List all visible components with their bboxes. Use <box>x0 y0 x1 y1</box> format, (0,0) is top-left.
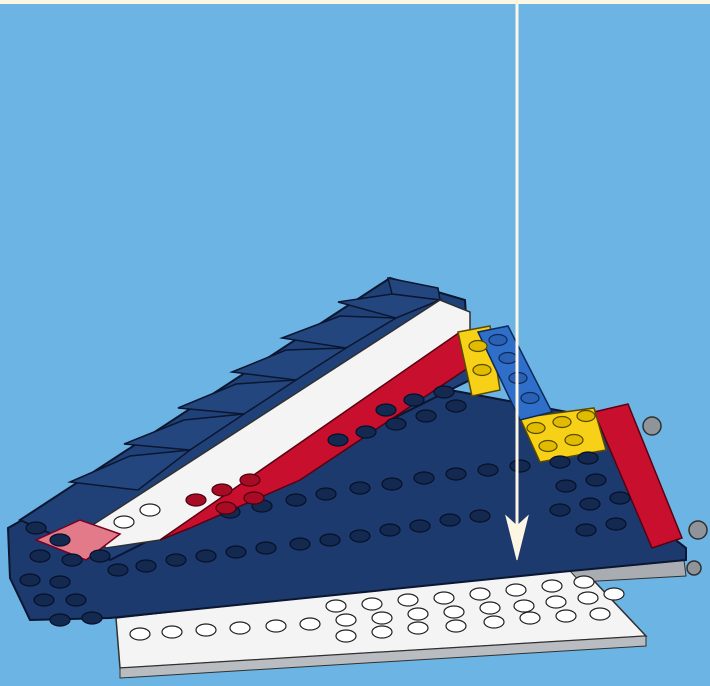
stud <box>350 530 370 542</box>
stud <box>440 514 460 526</box>
stud <box>398 594 418 606</box>
stud <box>606 518 626 530</box>
stud <box>50 576 70 588</box>
stud <box>550 504 570 516</box>
stud <box>446 468 466 480</box>
stud <box>34 594 54 606</box>
stud <box>226 546 246 558</box>
stud <box>514 600 534 612</box>
stud <box>244 492 264 504</box>
stud <box>380 524 400 536</box>
stud <box>473 365 491 376</box>
stud <box>30 550 50 562</box>
stud <box>434 592 454 604</box>
stud <box>136 560 156 572</box>
stud <box>386 418 406 430</box>
stud <box>62 554 82 566</box>
stud <box>240 474 260 486</box>
stud <box>328 434 348 446</box>
stud <box>444 606 464 618</box>
stud <box>480 602 500 614</box>
stud <box>489 335 507 346</box>
stud <box>166 554 186 566</box>
stud <box>484 616 504 628</box>
stud <box>326 600 346 612</box>
stud <box>404 394 424 406</box>
stud <box>470 588 490 600</box>
stud <box>26 522 46 534</box>
stud <box>556 480 576 492</box>
stud <box>336 630 356 642</box>
stud <box>266 620 286 632</box>
stud <box>300 618 320 630</box>
stud <box>376 404 396 416</box>
stud <box>546 596 566 608</box>
stud <box>604 588 624 600</box>
stud <box>565 435 583 446</box>
stud <box>372 612 392 624</box>
stud <box>521 393 539 404</box>
stud <box>556 610 576 622</box>
stud <box>527 423 545 434</box>
stud <box>382 478 402 490</box>
stud <box>66 594 86 606</box>
stud <box>506 584 526 596</box>
stud <box>577 411 595 422</box>
stud <box>434 386 454 398</box>
stud <box>469 341 487 352</box>
stud <box>586 474 606 486</box>
stud <box>196 624 216 636</box>
stud <box>50 614 70 626</box>
stud <box>290 538 310 550</box>
stud <box>212 484 232 496</box>
stud <box>578 452 598 464</box>
stud <box>356 426 376 438</box>
stud <box>162 626 182 638</box>
stud <box>553 417 571 428</box>
stud <box>20 574 40 586</box>
stud <box>114 516 134 528</box>
stud <box>50 534 70 546</box>
stud <box>414 472 434 484</box>
stud <box>82 612 102 624</box>
stud <box>316 488 336 500</box>
stud <box>286 494 306 506</box>
stud <box>446 620 466 632</box>
stud <box>416 410 436 422</box>
stud <box>510 460 530 472</box>
stud <box>576 524 596 536</box>
stud <box>590 608 610 620</box>
stud <box>362 598 382 610</box>
stud <box>186 494 206 506</box>
stud <box>499 353 517 364</box>
stud <box>470 510 490 522</box>
stud <box>550 456 570 468</box>
stud <box>372 626 392 638</box>
stud <box>539 441 557 452</box>
stud <box>90 550 110 562</box>
stud <box>216 502 236 514</box>
stud <box>196 550 216 562</box>
stud <box>408 608 428 620</box>
stud <box>408 622 428 634</box>
stud <box>256 542 276 554</box>
stud <box>336 614 356 626</box>
stud <box>610 492 630 504</box>
stud <box>520 612 540 624</box>
stud <box>350 482 370 494</box>
stud <box>578 592 598 604</box>
stud <box>130 628 150 640</box>
stud <box>574 576 594 588</box>
stud <box>542 580 562 592</box>
stud <box>230 622 250 634</box>
stud <box>320 534 340 546</box>
stud <box>580 498 600 510</box>
stud <box>446 400 466 412</box>
stud <box>410 520 430 532</box>
stud <box>478 464 498 476</box>
stud <box>140 504 160 516</box>
stud <box>108 564 128 576</box>
